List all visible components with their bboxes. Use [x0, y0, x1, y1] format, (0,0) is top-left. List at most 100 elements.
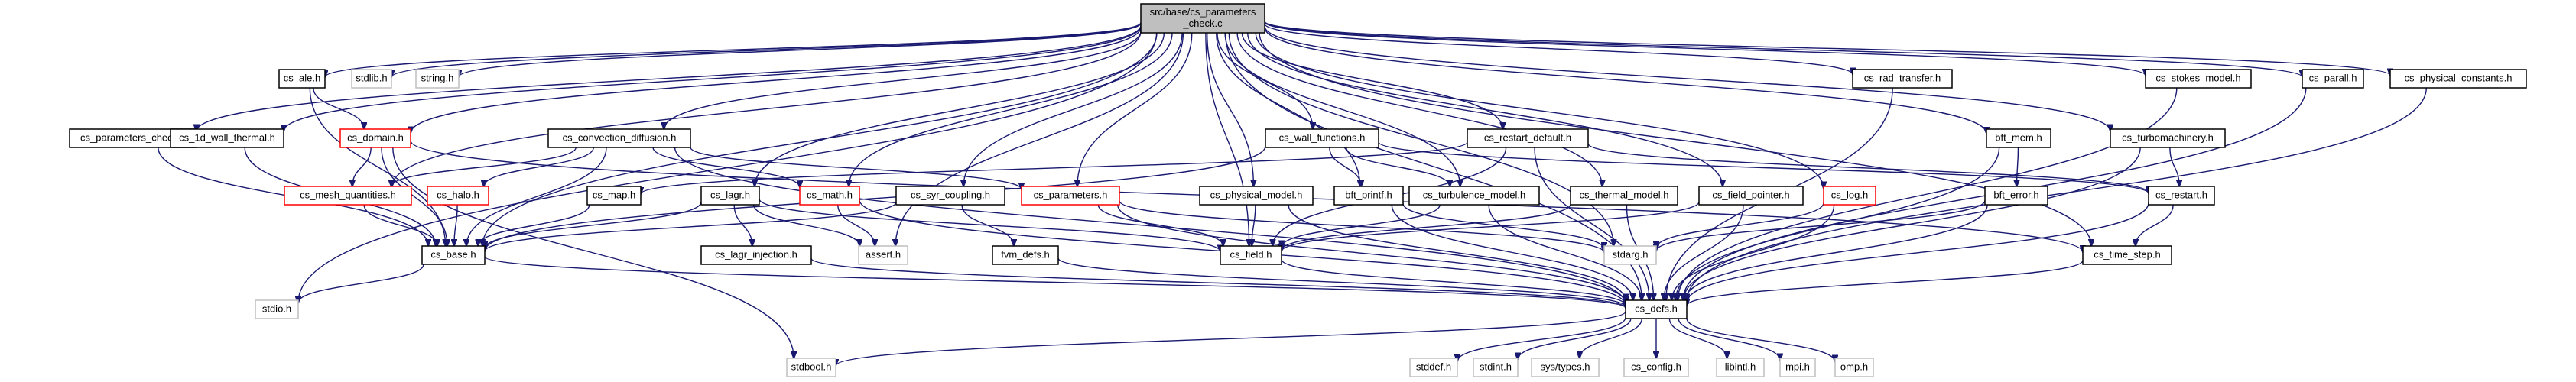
node-label-ale: cs_ale.h — [284, 72, 320, 83]
edge-field_ptr-to-field — [1282, 201, 1700, 251]
node-label-base: cs_base.h — [430, 248, 476, 260]
node-box-systypes — [1531, 358, 1600, 377]
node-lagr_inj[interactable]: cs_lagr_injection.h — [700, 245, 812, 265]
edge-restart-to-time_step — [2136, 204, 2174, 246]
edge-map-to-base — [478, 204, 590, 246]
node-fvm_defs[interactable]: fvm_defs.h — [992, 245, 1059, 265]
node-label-lagr_inj: cs_lagr_injection.h — [715, 248, 797, 260]
node-box-log — [1823, 186, 1876, 206]
node-stdarg: stdarg.h — [1603, 245, 1657, 265]
node-restart[interactable]: cs_restart.h — [2148, 186, 2215, 206]
node-conv_diff[interactable]: cs_convection_diffusion.h — [547, 128, 691, 148]
edge-root-to-ale — [325, 21, 1142, 77]
edge-field_ptr-to-defs — [1664, 204, 1744, 300]
node-math[interactable]: cs_math.h — [799, 186, 860, 206]
node-field[interactable]: cs_field.h — [1220, 245, 1282, 265]
edge-parameters-to-defs — [1117, 204, 1626, 303]
edge-root-to-base — [482, 32, 1158, 246]
node-stokes[interactable]: cs_stokes_model.h — [2145, 69, 2252, 89]
node-label-thermal_model: cs_thermal_model.h — [1579, 189, 1668, 200]
edge-root-to-assert — [895, 32, 1184, 246]
node-stdbool: stdbool.h — [786, 358, 836, 377]
edge-root-to-turb_model — [1224, 32, 1460, 186]
edge-domain-to-mesh_q — [352, 147, 372, 186]
node-domain[interactable]: cs_domain.h — [339, 128, 411, 148]
node-label-bft_error: bft_error.h — [1993, 189, 2038, 200]
node-turbomach[interactable]: cs_turbomachinery.h — [2110, 128, 2226, 148]
node-wall_thermal[interactable]: cs_1d_wall_thermal.h — [170, 128, 284, 148]
node-turb_model[interactable]: cs_turbulence_model.h — [1408, 186, 1540, 206]
edge-conv_diff-to-math — [652, 147, 800, 187]
edge-halo-to-base — [454, 204, 458, 246]
node-time_step[interactable]: cs_time_step.h — [2082, 245, 2172, 265]
node-omp: omp.h — [1834, 358, 1874, 377]
edge-root-to-thermal_model — [1236, 32, 1602, 186]
node-map[interactable]: cs_map.h — [586, 186, 642, 206]
node-box-mesh_q — [284, 186, 412, 206]
edge-fvm_defs-to-defs — [1057, 257, 1626, 307]
node-label-systypes: sys/types.h — [1540, 361, 1590, 372]
edge-log-to-defs — [1671, 204, 1835, 300]
node-label-libintl: libintl.h — [1725, 361, 1756, 372]
node-bft_mem[interactable]: bft_mem.h — [1986, 128, 2051, 148]
node-phys_model[interactable]: cs_physical_model.h — [1199, 186, 1314, 206]
node-rad_transfer[interactable]: cs_rad_transfer.h — [1852, 69, 1953, 89]
node-ale[interactable]: cs_ale.h — [278, 69, 326, 89]
edge-root-to-field — [1205, 32, 1249, 246]
node-box-stdarg — [1603, 245, 1657, 265]
node-label-syr_coupling: cs_syr_coupling.h — [911, 189, 990, 200]
node-box-restart — [2148, 186, 2215, 206]
node-wall_func[interactable]: cs_wall_functions.h — [1265, 128, 1379, 148]
node-restart_def[interactable]: cs_restart_default.h — [1467, 128, 1589, 148]
edge-parameters-to-stdarg — [1119, 200, 1604, 253]
node-box-thermal_model — [1570, 186, 1678, 206]
node-stddef: stddef.h — [1409, 358, 1458, 377]
node-mpi: mpi.h — [1779, 358, 1816, 377]
edge-restart-to-defs — [1687, 202, 2149, 303]
edge-defs-to-systypes — [1580, 318, 1642, 358]
edge-root-to-domain — [411, 27, 1142, 134]
node-label-stdlib: stdlib.h — [356, 72, 387, 83]
edge-wall_func-to-bft_printf — [1329, 147, 1361, 186]
node-box-bft_printf — [1333, 186, 1404, 206]
node-syr_coupling[interactable]: cs_syr_coupling.h — [895, 186, 1005, 206]
edge-root-to-wall_thermal — [284, 25, 1142, 131]
node-box-stdbool — [786, 358, 836, 377]
node-label-stokes: cs_stokes_model.h — [2155, 72, 2240, 83]
node-root[interactable]: src/base/cs_parameters_check.c — [1140, 3, 1265, 34]
edge-root-to-log — [1255, 32, 1824, 189]
node-label-stddef: stddef.h — [1416, 361, 1451, 372]
node-box-bft_mem — [1986, 128, 2051, 148]
node-box-map — [586, 186, 642, 206]
node-parall[interactable]: cs_parall.h — [2302, 69, 2364, 89]
edge-thermal_model-to-field — [1282, 203, 1571, 250]
node-defs[interactable]: cs_defs.h — [1625, 299, 1688, 319]
edge-lagr_inj-to-defs — [810, 257, 1626, 307]
node-phys_const[interactable]: cs_physical_constants.h — [2389, 69, 2527, 89]
node-lagr[interactable]: cs_lagr.h — [700, 186, 760, 206]
edge-root-to-restart_def — [1241, 32, 1502, 129]
node-label-parall: cs_parall.h — [2309, 72, 2357, 83]
node-box-stddef — [1409, 358, 1458, 377]
edge-root-to-phys_const — [1264, 21, 2390, 76]
node-log[interactable]: cs_log.h — [1823, 186, 1876, 206]
node-base[interactable]: cs_base.h — [421, 245, 486, 265]
node-label-wall_func: cs_wall_functions.h — [1279, 131, 1366, 143]
edge-field-to-defs — [1281, 259, 1626, 305]
node-string: string.h — [415, 69, 460, 89]
node-box-stdio — [255, 299, 299, 319]
node-box-parall — [2302, 69, 2364, 89]
node-bft_printf[interactable]: bft_printf.h — [1333, 186, 1404, 206]
edge-root-to-wall_func — [1217, 32, 1313, 129]
node-parameters[interactable]: cs_parameters.h — [1021, 186, 1120, 206]
node-halo[interactable]: cs_halo.h — [427, 186, 489, 206]
node-mesh_q[interactable]: cs_mesh_quantities.h — [284, 186, 412, 206]
edge-stokes-to-defs — [1678, 87, 2178, 300]
node-bft_error[interactable]: bft_error.h — [1984, 186, 2048, 206]
node-field_ptr[interactable]: cs_field_pointer.h — [1698, 186, 1804, 206]
edge-conv_diff-to-parameters — [690, 147, 1022, 189]
node-box-mpi — [1779, 358, 1816, 377]
edge-root-to-syr_coupling — [963, 32, 1183, 186]
node-thermal_model[interactable]: cs_thermal_model.h — [1570, 186, 1678, 206]
